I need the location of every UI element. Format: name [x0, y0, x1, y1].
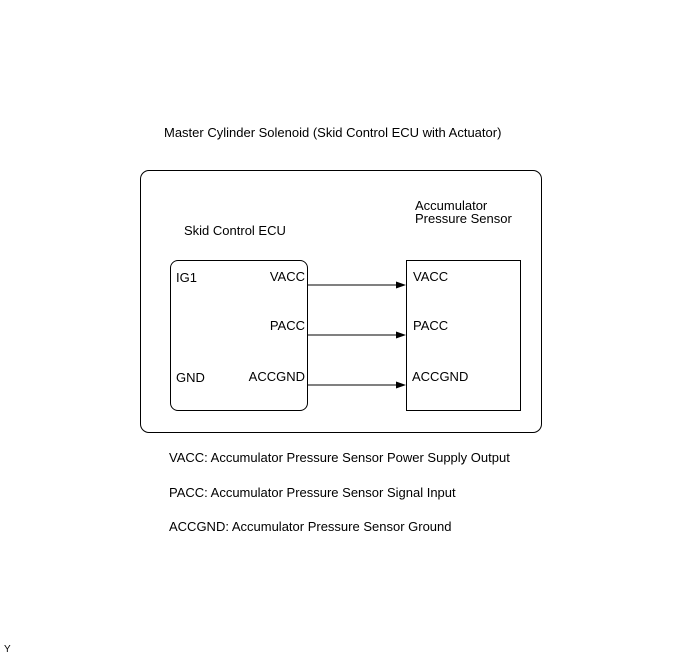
wire-vacc	[308, 281, 406, 289]
legend-pacc: PACC: Accumulator Pressure Sensor Signal…	[169, 485, 456, 500]
sensor-box	[406, 260, 521, 411]
ecu-box	[170, 260, 308, 411]
legend-vacc: VACC: Accumulator Pressure Sensor Power …	[169, 450, 510, 465]
ecu-pin-gnd: GND	[176, 370, 205, 385]
sensor-pin-vacc: VACC	[413, 269, 449, 284]
ecu-pin-accgnd: ACCGND	[248, 369, 305, 384]
wire-accgnd	[308, 381, 406, 389]
actuator-enclosure	[140, 170, 542, 433]
corner-mark: Y	[4, 644, 11, 655]
ecu-pin-ig1: IG1	[176, 270, 197, 285]
legend-accgnd: ACCGND: Accumulator Pressure Sensor Grou…	[169, 519, 452, 534]
sensor-pin-accgnd: ACCGND	[412, 369, 469, 384]
ecu-pin-vacc: VACC	[269, 269, 305, 284]
sensor-pin-pacc: PACC	[413, 318, 449, 333]
ecu-pin-pacc: PACC	[269, 318, 305, 333]
sensor-label-line1: Accumulator	[415, 198, 488, 213]
wire-pacc	[308, 331, 406, 339]
sensor-label-line2: Pressure Sensor	[415, 211, 512, 226]
ecu-label: Skid Control ECU	[184, 223, 286, 238]
diagram-title: Master Cylinder Solenoid (Skid Control E…	[164, 125, 502, 140]
